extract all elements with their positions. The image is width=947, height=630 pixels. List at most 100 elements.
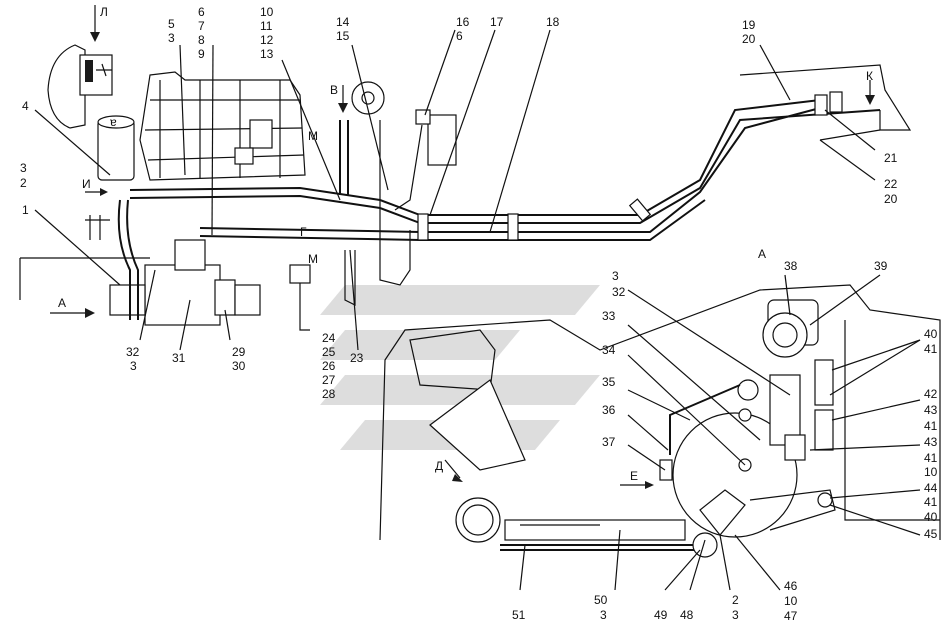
callout-number: 49 [654, 608, 668, 622]
view-l-inset [47, 5, 113, 129]
callout-number: 7 [198, 19, 205, 33]
callout-number: 5 [168, 17, 175, 31]
callout-2-3: 23 [732, 593, 739, 622]
callout-number: 3 [612, 269, 619, 283]
detail-view-a [379, 284, 941, 558]
callout-number: 28 [322, 387, 336, 401]
callout-number: 3 [168, 31, 175, 45]
callout-number: 6 [198, 5, 205, 19]
callout-number: 15 [336, 29, 350, 43]
callout-number: 33 [602, 309, 616, 323]
callout-number: 3 [20, 161, 27, 175]
callout-3-2: 32 [20, 161, 27, 190]
rear-frame [739, 64, 912, 141]
pulley [338, 81, 385, 115]
callout-number: 36 [602, 403, 616, 417]
fuel-lines [129, 99, 881, 241]
callout-21: 21 [884, 151, 898, 165]
callout-number: 22 [884, 177, 898, 191]
callout-number: 8 [198, 33, 205, 47]
callout-number: 29 [232, 345, 246, 359]
view-label-k: К [866, 69, 873, 83]
callout-number: 42 [924, 387, 938, 401]
callout-number: 3 [130, 359, 137, 373]
callout-number: 26 [322, 359, 336, 373]
callout-number: 40 [924, 327, 938, 341]
callout-50-3: 503 [594, 593, 608, 622]
callout-49: 49 [654, 608, 668, 622]
callout-number: 20 [742, 32, 756, 46]
callout-number: 37 [602, 435, 616, 449]
callout-number: 34 [602, 343, 616, 357]
callout-33: 33 [602, 309, 616, 323]
callout-number: 35 [602, 375, 616, 389]
callout-number: 27 [322, 373, 336, 387]
callout-17: 17 [490, 15, 504, 29]
callout-number: 10 [260, 5, 274, 19]
callout-number: 43 [924, 435, 938, 449]
fuel-filter-cylinder [394, 109, 457, 211]
callout-number: 19 [742, 18, 756, 32]
callout-number: 18 [546, 15, 560, 29]
view-label-m-upper: М [308, 129, 318, 143]
callout-number: 23 [350, 351, 364, 365]
callout-number: 10 [924, 465, 938, 479]
callout-23: 23 [350, 351, 364, 365]
callout-number: 9 [198, 47, 205, 61]
callout-number: 10 [784, 594, 798, 608]
vertical-hose [339, 120, 411, 306]
filter-canister: ɐ [97, 115, 135, 181]
callout-3-32: 332 [612, 269, 626, 299]
engine-block [139, 71, 306, 181]
view-label-g: Г [300, 225, 307, 239]
callout-36: 36 [602, 403, 616, 417]
callout-35: 35 [602, 375, 616, 389]
callout-number: 21 [884, 151, 898, 165]
view-label-m-lower: М [308, 252, 318, 266]
callout-number: 3 [732, 608, 739, 622]
callout-34: 34 [602, 343, 616, 357]
pump-assembly [19, 199, 261, 326]
callout-48: 48 [680, 608, 694, 622]
callout-number: 2 [20, 176, 27, 190]
callout-number: 48 [680, 608, 694, 622]
view-label-a-detail: А [758, 247, 766, 261]
callout-number: 12 [260, 33, 274, 47]
callout-number: 46 [784, 579, 798, 593]
callout-37: 37 [602, 435, 616, 449]
callout-number: 25 [322, 345, 336, 359]
view-label-a: А [58, 296, 66, 310]
callout-number: 14 [336, 15, 350, 29]
callout-number: 32 [126, 345, 140, 359]
view-a-arrow [50, 188, 108, 318]
callout-number: 31 [172, 351, 186, 365]
view-label-e: Е [630, 469, 638, 483]
callout-number: 45 [924, 527, 938, 541]
callout-4: 4 [22, 99, 29, 113]
callout-number: 47 [784, 609, 798, 623]
callout-number: 13 [260, 47, 274, 61]
callout-number: 24 [322, 331, 336, 345]
callout-number: 41 [924, 342, 938, 356]
callout-number: 1 [22, 203, 29, 217]
callout-number: 41 [924, 451, 938, 465]
view-label-i: И [82, 177, 91, 191]
callout-number: 30 [232, 359, 246, 373]
callout-31: 31 [172, 351, 186, 365]
callout-18: 18 [546, 15, 560, 29]
callout-5-3: 53 [168, 17, 175, 45]
